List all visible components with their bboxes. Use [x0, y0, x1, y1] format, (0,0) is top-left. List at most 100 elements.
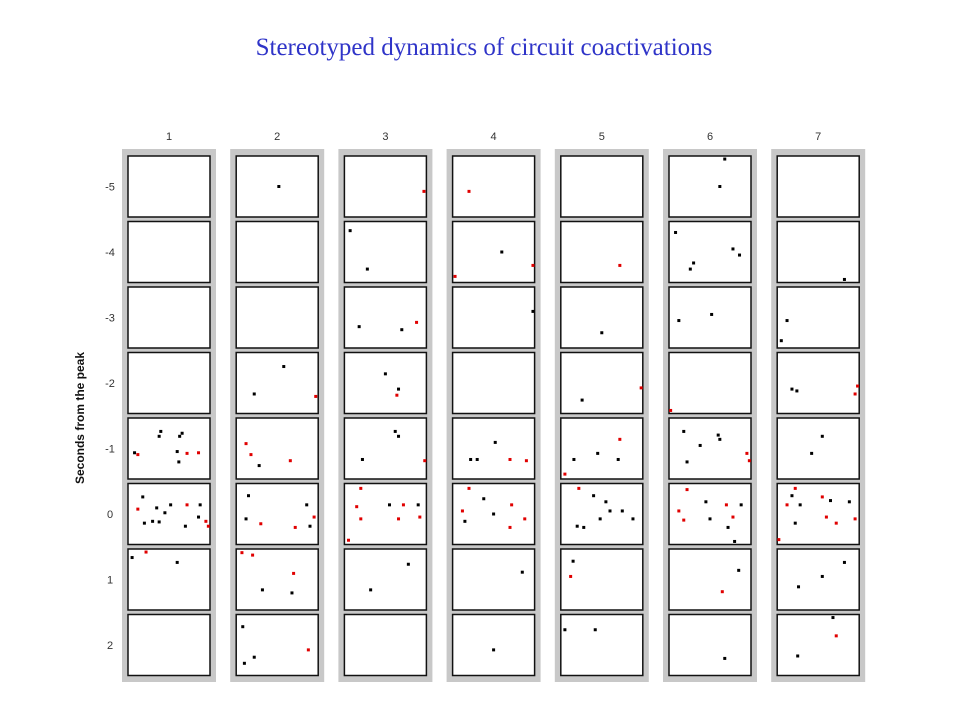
point-1-0-5: [155, 506, 159, 510]
point-2-1-4: [290, 591, 294, 595]
point-2--1-1: [249, 453, 253, 457]
point-3--1-2: [360, 457, 364, 461]
row-label--2: -2: [105, 378, 115, 390]
point-7-2-0: [831, 616, 835, 620]
panel-7-0: [776, 482, 860, 546]
panel-5--3: [560, 286, 644, 349]
point-6--3-0: [677, 319, 681, 323]
point-7--4-0: [842, 277, 846, 281]
point-1-0-13: [197, 515, 201, 519]
point-6--1-6: [747, 459, 751, 463]
point-7-0-9: [847, 500, 851, 504]
panel-5--4: [560, 220, 644, 284]
panel-6--5: [668, 155, 752, 218]
panel-4--3: [451, 286, 536, 349]
point-6-0-5: [724, 503, 728, 507]
panel-3--1: [343, 417, 428, 480]
column-label-5: 5: [599, 131, 605, 143]
panel-3-0: [343, 482, 428, 546]
column-label-6: 6: [707, 131, 713, 143]
point-2-1-3: [292, 571, 296, 575]
point-1-0-3: [151, 519, 155, 523]
point-2-1-1: [251, 553, 255, 557]
panel-7--3: [776, 286, 860, 349]
point-3--2-2: [395, 393, 399, 397]
point-3--2-1: [397, 387, 401, 391]
point-1-0-4: [157, 520, 161, 524]
point-3-1-0: [406, 562, 410, 566]
point-3--1-0: [393, 429, 397, 433]
point-4--5-0: [467, 189, 471, 193]
panel-7--2: [776, 351, 860, 415]
panel-2-1: [235, 548, 319, 611]
point-6--4-0: [674, 230, 678, 234]
panel-3-1: [343, 548, 428, 611]
point-1-0-6: [169, 503, 173, 507]
point-1-0-1: [136, 507, 140, 511]
point-2-2-1: [252, 655, 256, 659]
panel-1-2: [127, 613, 211, 677]
point-5-0-3: [608, 509, 612, 513]
point-7--3-1: [779, 339, 783, 343]
point-4-0-1: [482, 497, 486, 501]
point-6-0-4: [708, 517, 712, 521]
point-2-0-3: [305, 503, 309, 507]
point-5--1-2: [596, 451, 600, 455]
chart-title: Stereotyped dynamics of circuit coactiva…: [255, 34, 713, 61]
row-label--3: -3: [105, 313, 115, 325]
point-5--1-3: [616, 457, 620, 461]
point-6-1-0: [737, 568, 741, 572]
panel-6--1: [668, 417, 752, 480]
panel-1-0: [127, 482, 211, 546]
point-2--2-1: [252, 392, 256, 396]
point-4--1-3: [508, 457, 512, 461]
point-5--1-0: [618, 437, 622, 441]
point-7-0-10: [853, 517, 857, 521]
point-4-0-7: [508, 525, 512, 529]
point-4-0-0: [467, 486, 471, 490]
point-1--1-0: [133, 451, 137, 455]
column-label-2: 2: [274, 131, 280, 143]
point-5-0-5: [631, 517, 635, 521]
point-1-0-12: [183, 524, 187, 528]
column-label-4: 4: [491, 131, 497, 143]
column-label-7: 7: [815, 131, 821, 143]
point-6--2-0: [669, 408, 673, 412]
point-5-1-0: [571, 559, 575, 563]
point-2--1-0: [244, 442, 248, 446]
point-7-0-0: [793, 486, 797, 490]
panel-1-1: [127, 548, 211, 611]
point-3-0-4: [401, 503, 405, 507]
point-6--1-2: [718, 437, 722, 441]
panel-1--4: [127, 220, 211, 284]
y-axis-label: Seconds from the peak: [73, 352, 87, 484]
point-2-0-5: [308, 524, 312, 528]
panel-6--3: [668, 286, 752, 349]
point-7--2-0: [790, 387, 794, 391]
point-6-0-9: [733, 539, 737, 543]
point-3--3-2: [415, 320, 419, 324]
point-3-0-6: [418, 515, 422, 519]
point-5-0-6: [575, 524, 579, 528]
point-7-1-0: [842, 560, 846, 564]
point-4--1-2: [475, 457, 479, 461]
point-1--1-4: [178, 434, 182, 438]
point-7-0-2: [785, 503, 789, 507]
panel-4--5: [451, 155, 536, 218]
panel-5-0: [560, 482, 644, 546]
point-2-2-0: [241, 625, 245, 629]
point-4-1-0: [520, 570, 524, 574]
point-2-2-2: [242, 661, 246, 665]
point-7-0-4: [793, 521, 797, 525]
point-5-0-1: [592, 494, 596, 498]
point-1--1-2: [159, 429, 163, 433]
point-4--4-0: [500, 250, 504, 254]
point-5--2-1: [639, 386, 643, 390]
point-3-0-5: [416, 503, 420, 507]
point-3-0-1: [355, 505, 359, 509]
panel-7--5: [776, 155, 860, 218]
panel-2--1: [235, 417, 319, 480]
point-4-0-2: [460, 509, 464, 513]
point-7--2-2: [856, 384, 860, 388]
panel-4--2: [451, 351, 536, 415]
